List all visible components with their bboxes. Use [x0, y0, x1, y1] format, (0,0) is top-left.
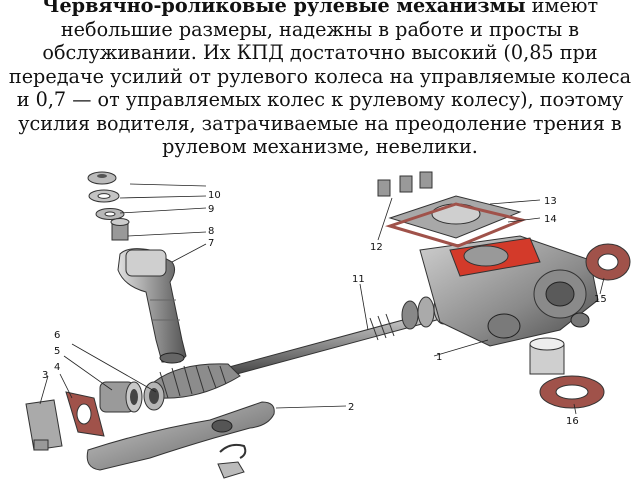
label-1: 1 [436, 352, 442, 363]
label-7: 7 [208, 238, 214, 249]
worm-shaft-part-11 [153, 309, 445, 399]
steering-mechanism-drawing: 1 2 3 4 5 6 7 8 9 10 11 12 13 14 15 16 [25, 171, 631, 479]
bearing-part-5 [99, 381, 143, 413]
label-16: 16 [566, 416, 579, 427]
leader-lines [39, 183, 605, 415]
label-14: 14 [544, 214, 557, 225]
nut-bottom [217, 461, 245, 479]
crankcase-part-1 [419, 235, 599, 347]
bushing-part-16 [529, 337, 565, 375]
bolts-part-12 [377, 171, 433, 197]
label-12: 12 [370, 242, 383, 253]
paragraph-bold-term: Червячно-роликовые рулевые механизмы [41, 0, 526, 17]
bolt-part-3 [33, 439, 49, 451]
label-8: 8 [208, 226, 214, 237]
seal-part-15 [585, 243, 631, 281]
label-13: 13 [544, 196, 557, 207]
label-9: 9 [208, 204, 214, 215]
screw-part-8 [110, 218, 130, 241]
label-15: 15 [594, 294, 607, 305]
gasket-hole [76, 403, 92, 425]
pitman-arm-part-2 [86, 401, 275, 471]
label-3: 3 [42, 370, 48, 381]
exploded-view-figure: 1 2 3 4 5 6 7 8 9 10 11 12 13 14 15 16 [0, 168, 640, 480]
label-4: 4 [54, 362, 60, 373]
label-11: 11 [352, 274, 365, 285]
bearing-part-6 [143, 381, 165, 411]
washer-part-9 [95, 208, 125, 220]
roller-shaft-part-7 [117, 248, 187, 364]
pitman-arm-hole [211, 419, 233, 433]
nut-part-10 [87, 171, 117, 185]
label-10: 10 [208, 190, 221, 201]
washer-part-10 [88, 189, 120, 203]
seal-part-16 [539, 375, 605, 409]
label-6: 6 [54, 330, 60, 341]
paragraph-body: имеют небольшие размеры, надежны в работ… [8, 0, 632, 158]
part-labels: 1 2 3 4 5 6 7 8 9 10 11 12 13 14 15 16 [42, 190, 607, 427]
lock-ring [219, 443, 247, 459]
description-paragraph: Червячно-роликовые рулевые механизмы име… [8, 0, 632, 164]
label-2: 2 [348, 402, 354, 413]
cover-part-3 [25, 399, 63, 451]
label-5: 5 [54, 346, 60, 357]
